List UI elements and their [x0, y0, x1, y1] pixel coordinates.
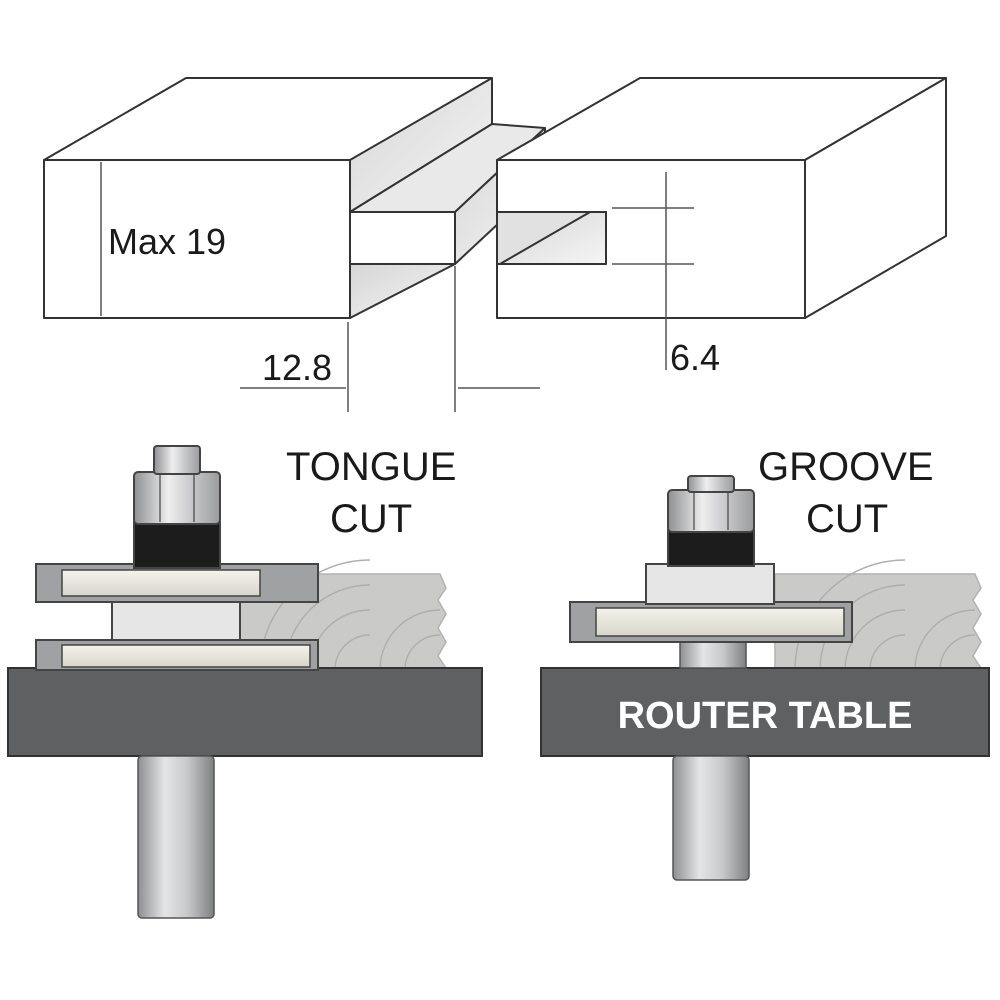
groove-inner-top	[496, 211, 607, 265]
tongue-front	[349, 211, 456, 265]
groove-width-dimension	[612, 172, 694, 370]
tongue-bit-cutters	[35, 563, 319, 671]
groove-width-label: 6.4	[670, 337, 720, 378]
tongue-board-front	[43, 159, 351, 319]
tongue-cut-title-line1: TONGUE	[286, 445, 456, 489]
tongue-bit-arbor-nut	[133, 445, 221, 569]
max-thickness-label: Max 19	[108, 221, 226, 262]
router-table-label: ROUTER TABLE	[618, 695, 913, 737]
router-table-right	[540, 667, 990, 757]
tongue-length-dimension	[240, 266, 540, 412]
tongue-cut-title-line2: CUT	[330, 497, 412, 541]
groove-cut-title-line2: CUT	[806, 497, 888, 541]
tongue-board-lower-side	[349, 263, 456, 319]
tongue-board	[43, 77, 546, 319]
tongue-bit-shank	[137, 755, 215, 919]
router-table-left	[7, 667, 483, 757]
groove-bit-shank	[672, 755, 750, 881]
groove-bit-arbor	[679, 639, 747, 669]
groove-cut-title-line1: GROOVE	[758, 445, 934, 489]
groove-workpiece	[774, 559, 983, 669]
tongue-length-label: 12.8	[262, 347, 332, 388]
groove-bit-arbor-nut	[645, 475, 775, 605]
groove-board	[496, 77, 947, 319]
groove-bit-cutter	[569, 601, 853, 643]
